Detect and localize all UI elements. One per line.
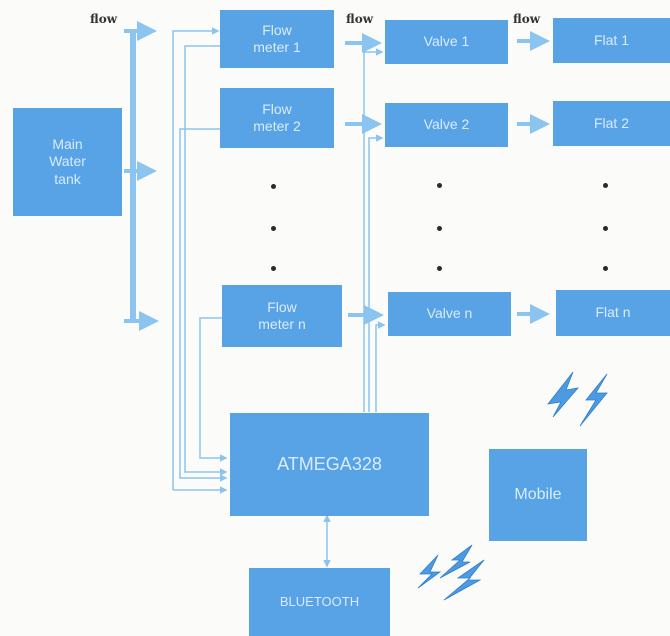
wireless-lightning-icon <box>417 554 442 589</box>
mobile-label: Mobile <box>514 486 562 503</box>
ellipsis-dot <box>271 184 276 189</box>
ellipsis-dot <box>603 183 608 188</box>
flat-2-box: Flat 2 <box>553 101 670 146</box>
flat-1-box: Flat 1 <box>553 18 670 63</box>
valve-n-box: Valve n <box>388 292 511 336</box>
wireless-lightning-icon <box>439 544 473 579</box>
controller-valve-1-line <box>363 48 384 412</box>
ellipsis-dot <box>603 266 608 271</box>
main-tank-line-3: tank <box>54 170 81 187</box>
atmega328-controller-box: ATMEGA328 <box>230 413 429 516</box>
ellipsis-dot <box>437 183 442 188</box>
flat-n-box: Flat n <box>556 290 670 336</box>
flow-meter-2-line-2: meter 2 <box>253 118 301 134</box>
flow-label-tank: flow <box>90 12 118 26</box>
flow-meter-1-box: Flow meter 1 <box>220 10 334 68</box>
ellipsis-dot <box>603 226 608 231</box>
main-tank-line-1: Main <box>52 135 83 152</box>
flow-meter-2-line-1: Flow <box>262 100 292 117</box>
flow-meter-n-box: Flow meter n <box>222 285 342 347</box>
flow-label-meter: flow <box>346 12 374 26</box>
meter-n-signal-line <box>199 317 228 462</box>
ellipsis-dot <box>271 226 276 231</box>
controller-valve-n-line <box>375 321 386 412</box>
flow-meter-1-line-2: meter 1 <box>253 39 301 55</box>
wireless-lightning-icon <box>443 559 485 601</box>
flow-meter-2-box: Flow meter 2 <box>220 88 334 148</box>
flat-2-label: Flat 2 <box>593 114 629 131</box>
wireless-lightning-icon <box>579 373 608 427</box>
controller-label: ATMEGA328 <box>277 454 382 475</box>
valve-n-label: Valve n <box>426 305 473 322</box>
ellipsis-dot <box>271 266 276 271</box>
feed-meter-1-line <box>172 27 220 490</box>
flat-1-label: Flat 1 <box>593 31 629 48</box>
flow-meter-1-line-1: Flow <box>262 21 292 38</box>
mobile-box: Mobile <box>489 449 587 541</box>
valve-1-box: Valve 1 <box>385 20 508 64</box>
ellipsis-dot <box>437 266 442 271</box>
valve-2-label: Valve 2 <box>423 116 470 133</box>
bluetooth-module-box: BLUETOOTH <box>249 568 390 636</box>
flow-meter-n-line-1: Flow <box>267 298 297 315</box>
flow-meter-n-line-2: meter n <box>258 316 306 332</box>
bluetooth-label: BLUETOOTH <box>279 593 360 609</box>
flat-n-label: Flat n <box>595 304 631 321</box>
valve-1-label: Valve 1 <box>423 33 470 50</box>
valve-2-box: Valve 2 <box>385 103 508 147</box>
meter-2-signal-line <box>179 128 228 482</box>
main-water-tank-box: Main Water tank <box>13 108 122 216</box>
main-tank-line-2: Water <box>49 153 86 170</box>
flow-label-valve: flow <box>513 12 541 26</box>
meter-1-signal-line <box>184 45 228 476</box>
wireless-lightning-icon <box>547 371 580 418</box>
ellipsis-dot <box>437 226 442 231</box>
